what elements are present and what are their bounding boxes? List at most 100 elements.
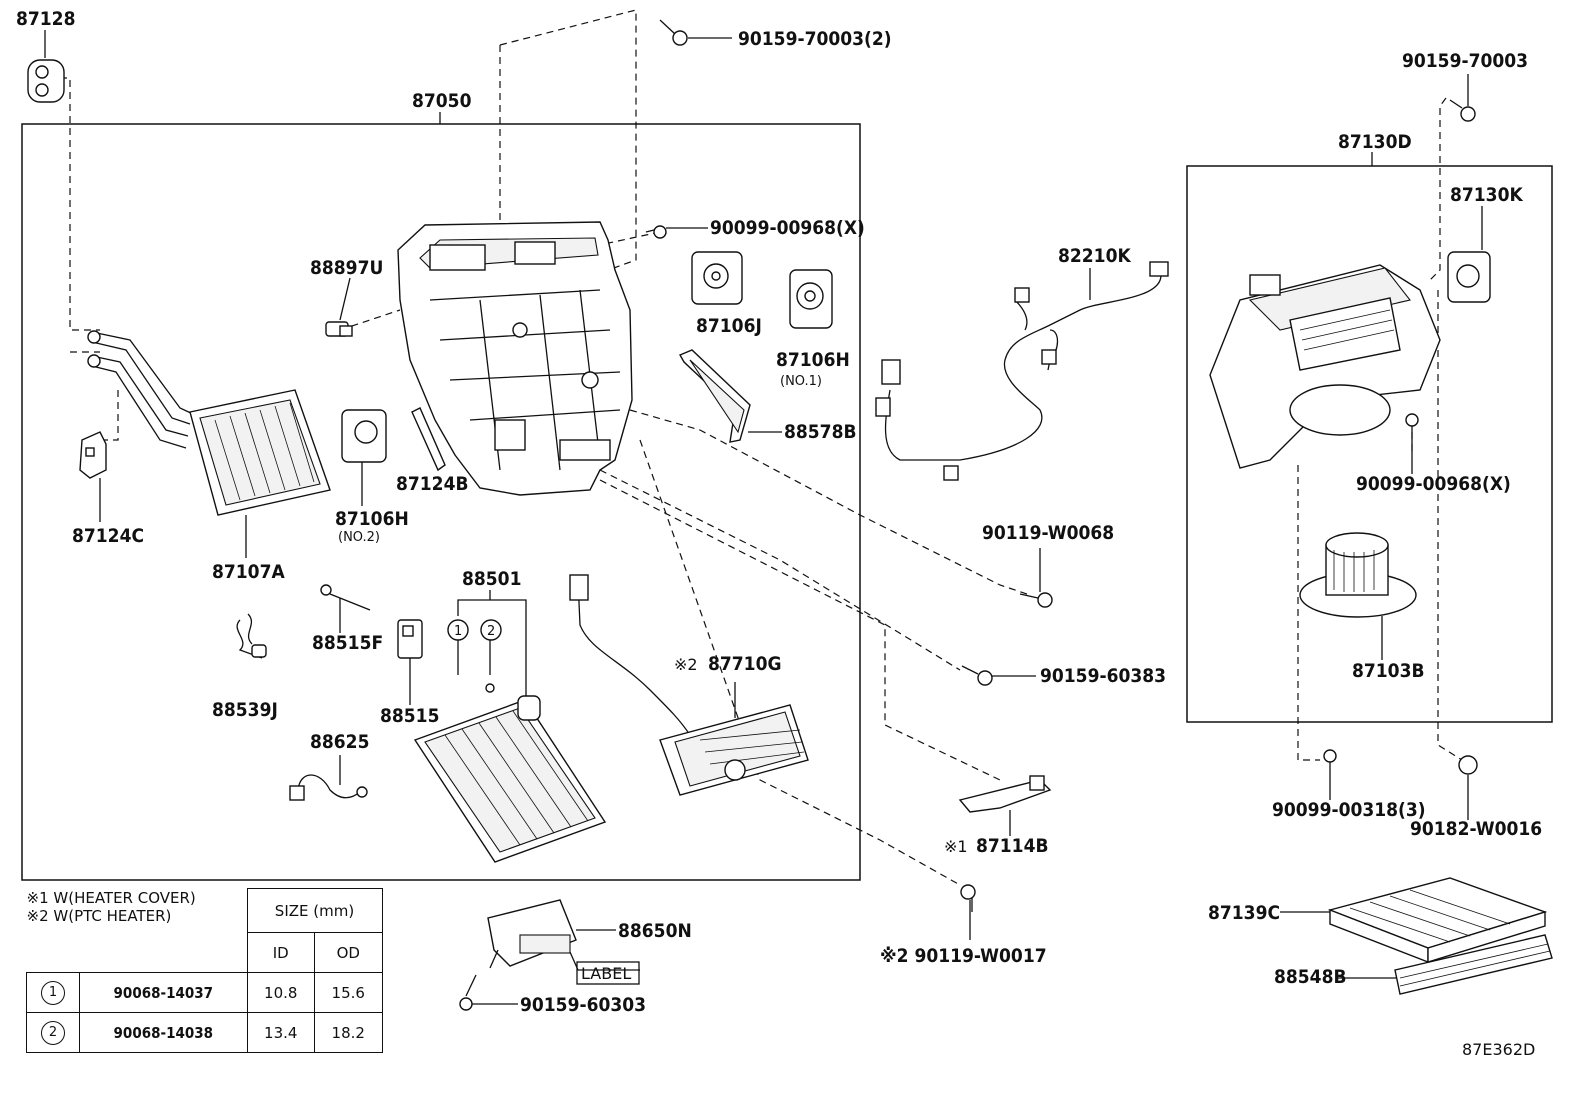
label-87130d: 87130D: [1338, 131, 1412, 153]
label-90119-w0068: 90119-W0068: [982, 522, 1114, 544]
row-od: 15.6: [314, 972, 383, 1013]
label-87106h-no1: 87106H: [776, 349, 850, 371]
label-87106j: 87106J: [696, 315, 762, 337]
clip-90182-w0016-drawing: [1458, 755, 1478, 775]
label-90159-60303: 90159-60303: [520, 994, 646, 1016]
bracket-87124c-drawing: [79, 431, 107, 479]
label-87050: 87050: [412, 90, 472, 112]
row-mark-cell: 1: [25, 972, 81, 1013]
cover-87114b-drawing: [958, 775, 1052, 813]
label-note1-mark: ※1: [944, 837, 968, 856]
filter-88548b-drawing: [1394, 934, 1553, 995]
label-87114b: 87114B: [976, 835, 1049, 857]
label-88548b: 88548B: [1274, 966, 1347, 988]
hose-size-table: ※1 W(HEATER COVER) ※2 W(PTC HEATER) SIZE…: [25, 888, 383, 1053]
label-note2-mark: ※2: [674, 655, 698, 674]
label-90159-70003: 90159-70003: [1402, 50, 1528, 72]
label-88515: 88515: [380, 705, 439, 727]
label-82210k: 82210K: [1058, 245, 1131, 267]
label-box-text: LABEL: [581, 964, 631, 983]
heater-unit-frame: [21, 123, 861, 881]
label-87124b: 87124B: [396, 473, 469, 495]
valve-88515-drawing: [397, 619, 423, 659]
screw-90099-00968-right-drawing: [1405, 413, 1419, 440]
label-88897u: 88897U: [310, 257, 383, 279]
label-87130k: 87130K: [1450, 184, 1523, 206]
screw-90159-70003-right-drawing: [1449, 99, 1476, 122]
size-header: SIZE (mm): [246, 888, 383, 933]
label-88578b: 88578B: [784, 421, 857, 443]
bolt-88515f-drawing: [320, 584, 371, 611]
row-mark: 2: [41, 1020, 66, 1045]
label-87124c: 87124C: [72, 525, 144, 547]
label-88515f: 88515F: [312, 632, 383, 654]
ref-circle-1-text: 1: [454, 624, 462, 639]
filter-87139c-drawing: [1327, 877, 1548, 964]
heater-case-87050-drawing: [397, 221, 633, 496]
servo-87106h-no1-drawing: [789, 269, 833, 329]
blower-motor-87103b-drawing: [1299, 532, 1417, 618]
label-88625: 88625: [310, 731, 369, 753]
row-id: 10.8: [246, 972, 315, 1013]
diagram-code: 87E362D: [1462, 1040, 1536, 1059]
spacer-cell: [27, 933, 248, 973]
servo-87106h-no2-drawing: [341, 409, 387, 463]
col-id-header: ID: [246, 932, 315, 973]
screw-90159-70003-drawing: [659, 19, 688, 46]
amplifier-88650n-drawing: [487, 899, 577, 969]
label-87107a: 87107A: [212, 561, 285, 583]
grommet-87128-drawing: [27, 59, 65, 103]
ref-circle-2: [480, 619, 502, 641]
ref-circle-1: [447, 619, 469, 641]
label-87710g: 87710G: [708, 653, 782, 675]
evaporator-88501-drawing: [413, 590, 607, 863]
label-90099-00318-3: 90099-00318(3): [1272, 799, 1426, 821]
heater-core-drawing: [87, 330, 331, 516]
legend-note1: ※1 W(HEATER COVER): [26, 888, 196, 907]
label-90099-00968-x-left: 90099-00968(X): [710, 217, 865, 239]
label-90182-w0016: 90182-W0016: [1410, 818, 1542, 840]
gasket-87124b-drawing: [411, 407, 446, 472]
blower-unit-frame: [1186, 165, 1553, 723]
sensor-88625-drawing: [289, 774, 368, 801]
servo-87106j-drawing: [691, 251, 743, 305]
label-88539j: 88539J: [212, 699, 278, 721]
table-row: 2 90068-14038 13.4 18.2: [25, 1012, 383, 1053]
clip-88539j-drawing: [236, 613, 263, 659]
screw-90119-w0017-drawing: [960, 884, 976, 912]
label-88650n: 88650N: [618, 920, 692, 942]
label-90159-60383: 90159-60383: [1040, 665, 1166, 687]
row-part-number: 90068-14037: [79, 972, 248, 1013]
seal-88578b-drawing: [678, 349, 751, 443]
label-88501: 88501: [462, 568, 521, 590]
col-od-header: OD: [314, 932, 383, 973]
row-mark: 1: [41, 980, 66, 1005]
row-mark-cell: 2: [25, 1012, 81, 1053]
ptc-heater-87710g-drawing: [569, 574, 809, 796]
label-no1: (NO.1): [780, 374, 822, 389]
screw-90119-w0068-drawing: [1019, 592, 1053, 608]
servo-87130k-drawing: [1447, 251, 1491, 303]
label-90099-00968-x-right: 90099-00968(X): [1356, 473, 1511, 495]
label-no2: (NO.2): [338, 530, 380, 545]
screw-90099-00318-drawing: [1323, 749, 1337, 772]
label-87106h-no2: 87106H: [335, 508, 409, 530]
label-90159-70003-2: 90159-70003(2): [738, 28, 892, 50]
screw-90159-60303-drawing: [459, 974, 477, 1011]
sensor-88897u-drawing: [325, 321, 353, 337]
legend-note2: ※2 W(PTC HEATER): [26, 906, 172, 925]
label-87128: 87128: [16, 8, 75, 30]
ref-circle-2-text: 2: [487, 624, 495, 639]
legend-cell: ※1 W(HEATER COVER) ※2 W(PTC HEATER): [27, 889, 248, 933]
screw-90159-60383-drawing: [961, 665, 993, 686]
label-87103b: 87103B: [1352, 660, 1425, 682]
wire-harness-82210k-drawing: [875, 261, 1169, 481]
row-id: 13.4: [246, 1012, 315, 1053]
label-90119-w0017: ※2 90119-W0017: [880, 945, 1047, 967]
row-od: 18.2: [314, 1012, 383, 1053]
blower-case-87130d-drawing: [1209, 264, 1441, 469]
table-row: 1 90068-14037 10.8 15.6: [25, 972, 383, 1013]
label-87139c: 87139C: [1208, 902, 1280, 924]
